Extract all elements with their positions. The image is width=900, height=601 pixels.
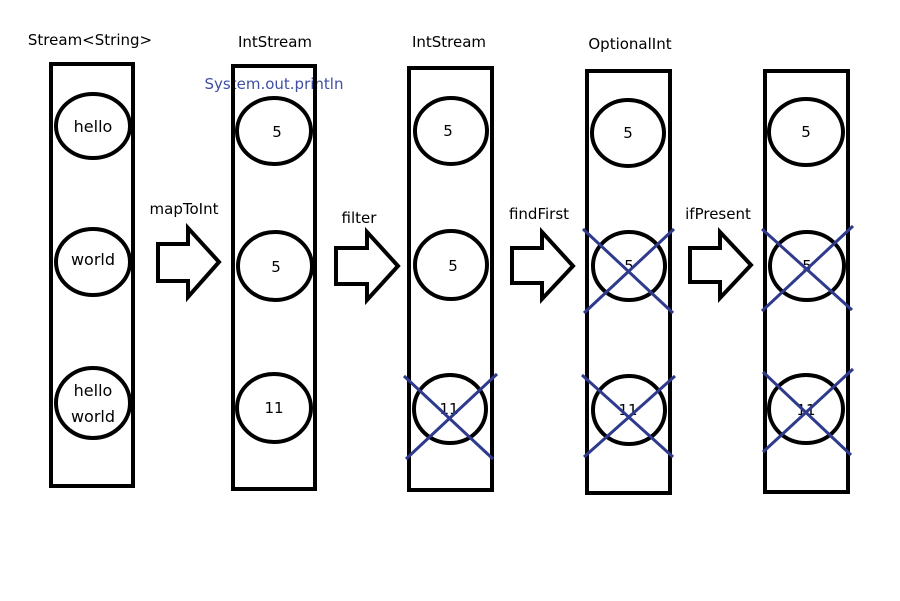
column-box-intstream-1 xyxy=(231,64,317,491)
element-value: 11 xyxy=(796,401,815,419)
element-value: 5 xyxy=(802,257,812,275)
column-box-optionalint xyxy=(585,69,672,495)
element-value: 5 xyxy=(272,123,282,141)
element-circle xyxy=(412,373,488,445)
element-circle xyxy=(54,227,132,297)
element-value: 5 xyxy=(448,257,458,275)
column-title-stream-string: Stream<String> xyxy=(28,31,152,49)
operation-label-findfirst: findFirst xyxy=(509,205,569,223)
cross-out-mark xyxy=(581,227,676,315)
column-title-intstream-2: IntStream xyxy=(412,33,486,51)
element-value: 5 xyxy=(623,124,633,142)
element-circle xyxy=(54,366,132,440)
arrow-icon xyxy=(688,226,754,304)
cross-out-mark xyxy=(760,224,855,313)
cross-out-mark xyxy=(402,372,499,461)
arrow-icon xyxy=(334,226,401,306)
operation-label-ifpresent: ifPresent xyxy=(685,205,751,223)
operation-label-filter: filter xyxy=(342,209,378,227)
element-circle xyxy=(767,97,845,167)
element-value: 5 xyxy=(624,257,634,275)
element-value: 11 xyxy=(264,399,283,417)
element-circle xyxy=(767,373,845,445)
element-circle xyxy=(235,96,313,166)
element-value: 11 xyxy=(439,400,458,418)
element-circle xyxy=(235,372,313,444)
cross-out-mark xyxy=(580,373,676,459)
element-circle xyxy=(768,230,846,302)
element-circle xyxy=(413,229,489,301)
element-circle xyxy=(54,92,132,160)
element-value: 5 xyxy=(443,122,453,140)
println-annotation: System.out.println xyxy=(205,75,344,93)
column-box-intstream-2 xyxy=(407,66,494,492)
arrow-icon xyxy=(510,226,576,305)
element-value: hello xyxy=(74,381,113,400)
column-title-optionalint: OptionalInt xyxy=(588,35,671,53)
element-value: hello xyxy=(74,117,113,136)
element-value: world xyxy=(71,407,115,426)
element-value: world xyxy=(71,250,115,269)
element-circle xyxy=(591,230,667,302)
element-value: 5 xyxy=(801,123,811,141)
column-box-stream-string xyxy=(49,62,135,488)
column-title-intstream-1: IntStream xyxy=(238,33,312,51)
element-circle xyxy=(413,96,489,166)
column-box-result xyxy=(763,69,850,494)
element-circle xyxy=(591,374,667,446)
element-circle xyxy=(236,230,314,302)
arrow-icon xyxy=(156,222,222,303)
cross-out-mark xyxy=(761,367,855,457)
operation-label-maptoint: mapToInt xyxy=(150,200,219,218)
element-circle xyxy=(590,98,666,168)
element-value: 5 xyxy=(271,258,281,276)
